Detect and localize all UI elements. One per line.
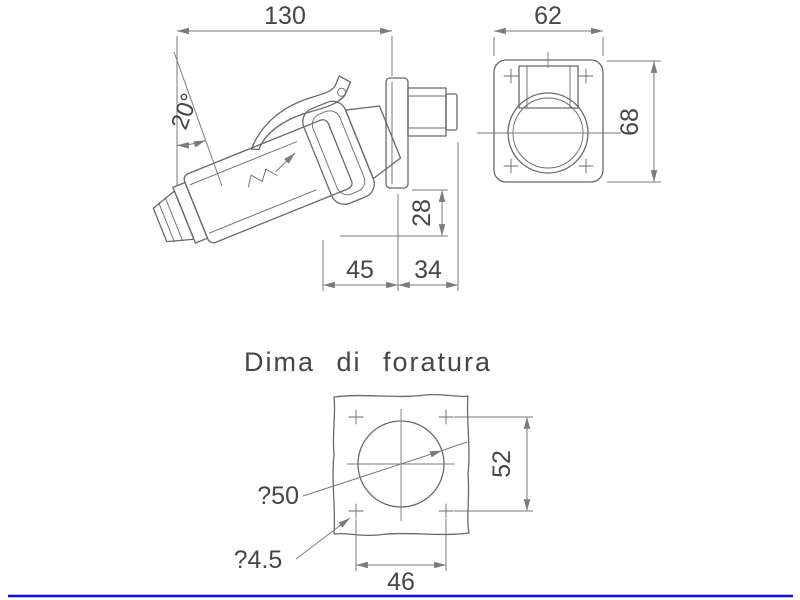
- gland-rib: [158, 202, 175, 243]
- connector-body-group: [152, 75, 402, 244]
- dimension-height-68: 68: [607, 60, 661, 183]
- leader-line: [302, 450, 443, 497]
- gland-rib: [164, 197, 184, 242]
- screw-center-marks: [503, 68, 594, 174]
- socket-rim-inner: [311, 110, 366, 196]
- neck-outline: [344, 105, 402, 180]
- dimension-value: 68: [616, 108, 644, 136]
- rear-spigot-outline: [407, 87, 447, 137]
- mounting-flange-side: [385, 77, 409, 189]
- dimension-value: 62: [534, 2, 562, 30]
- front-view: 62 68: [477, 2, 661, 183]
- latch-direction-arrow: [275, 152, 296, 173]
- dimension-value: 28: [408, 199, 436, 227]
- dimension-overall-length: 130: [176, 2, 393, 186]
- diameter-value: ?4.5: [234, 546, 283, 574]
- latch-pivot-pin: [337, 87, 347, 97]
- spigot-end-cap: [445, 93, 458, 131]
- dimension-value: 52: [488, 450, 516, 478]
- dimension-value: 130: [264, 2, 306, 30]
- dimension-horizontal-spacing-46: 46: [355, 519, 447, 596]
- section-title: Dima di foratura: [244, 347, 492, 377]
- drill-template-view: Dima di foratura ?50 ?4.5: [234, 347, 533, 596]
- side-view: 130 20° 28 45 34: [152, 2, 459, 291]
- dimension-value: 46: [387, 568, 415, 596]
- angle-arc: [176, 139, 206, 149]
- drill-hole-marks: [348, 409, 454, 519]
- bracket-outline: [518, 65, 579, 109]
- angle-value: 20°: [166, 90, 204, 133]
- gland-collar: [172, 181, 209, 244]
- diameter-value: ?50: [257, 482, 299, 510]
- hole-diameter-callout: ?4.5: [234, 517, 351, 574]
- cable-gland-outline: [152, 190, 195, 243]
- dimension-value: 45: [346, 256, 374, 284]
- flange-spigot-group: [385, 77, 458, 189]
- template-plate-outline: [332, 393, 470, 537]
- dimension-width-62: 62: [493, 2, 604, 56]
- dimension-angle: 20°: [166, 51, 223, 187]
- dimension-height-28: 28: [340, 189, 448, 237]
- body-contour-line: [189, 141, 298, 186]
- angle-extension-line: [173, 51, 223, 187]
- flange-front-outline: [493, 59, 604, 183]
- body-contour-line: [209, 189, 317, 234]
- latch-bracket-front: [518, 65, 579, 109]
- dimension-bottom-row: 45 34: [322, 142, 459, 291]
- dimension-vertical-spacing-52: 52: [454, 416, 533, 512]
- dimension-value: 34: [414, 256, 442, 284]
- bore-diameter-callout: ?50: [257, 441, 468, 510]
- latch-spring-squiggle: [247, 168, 278, 188]
- latch-lever-outline: [250, 75, 352, 151]
- leader-line: [295, 517, 351, 560]
- main-body-outline: [183, 119, 353, 244]
- leader-line-tail: [441, 441, 468, 452]
